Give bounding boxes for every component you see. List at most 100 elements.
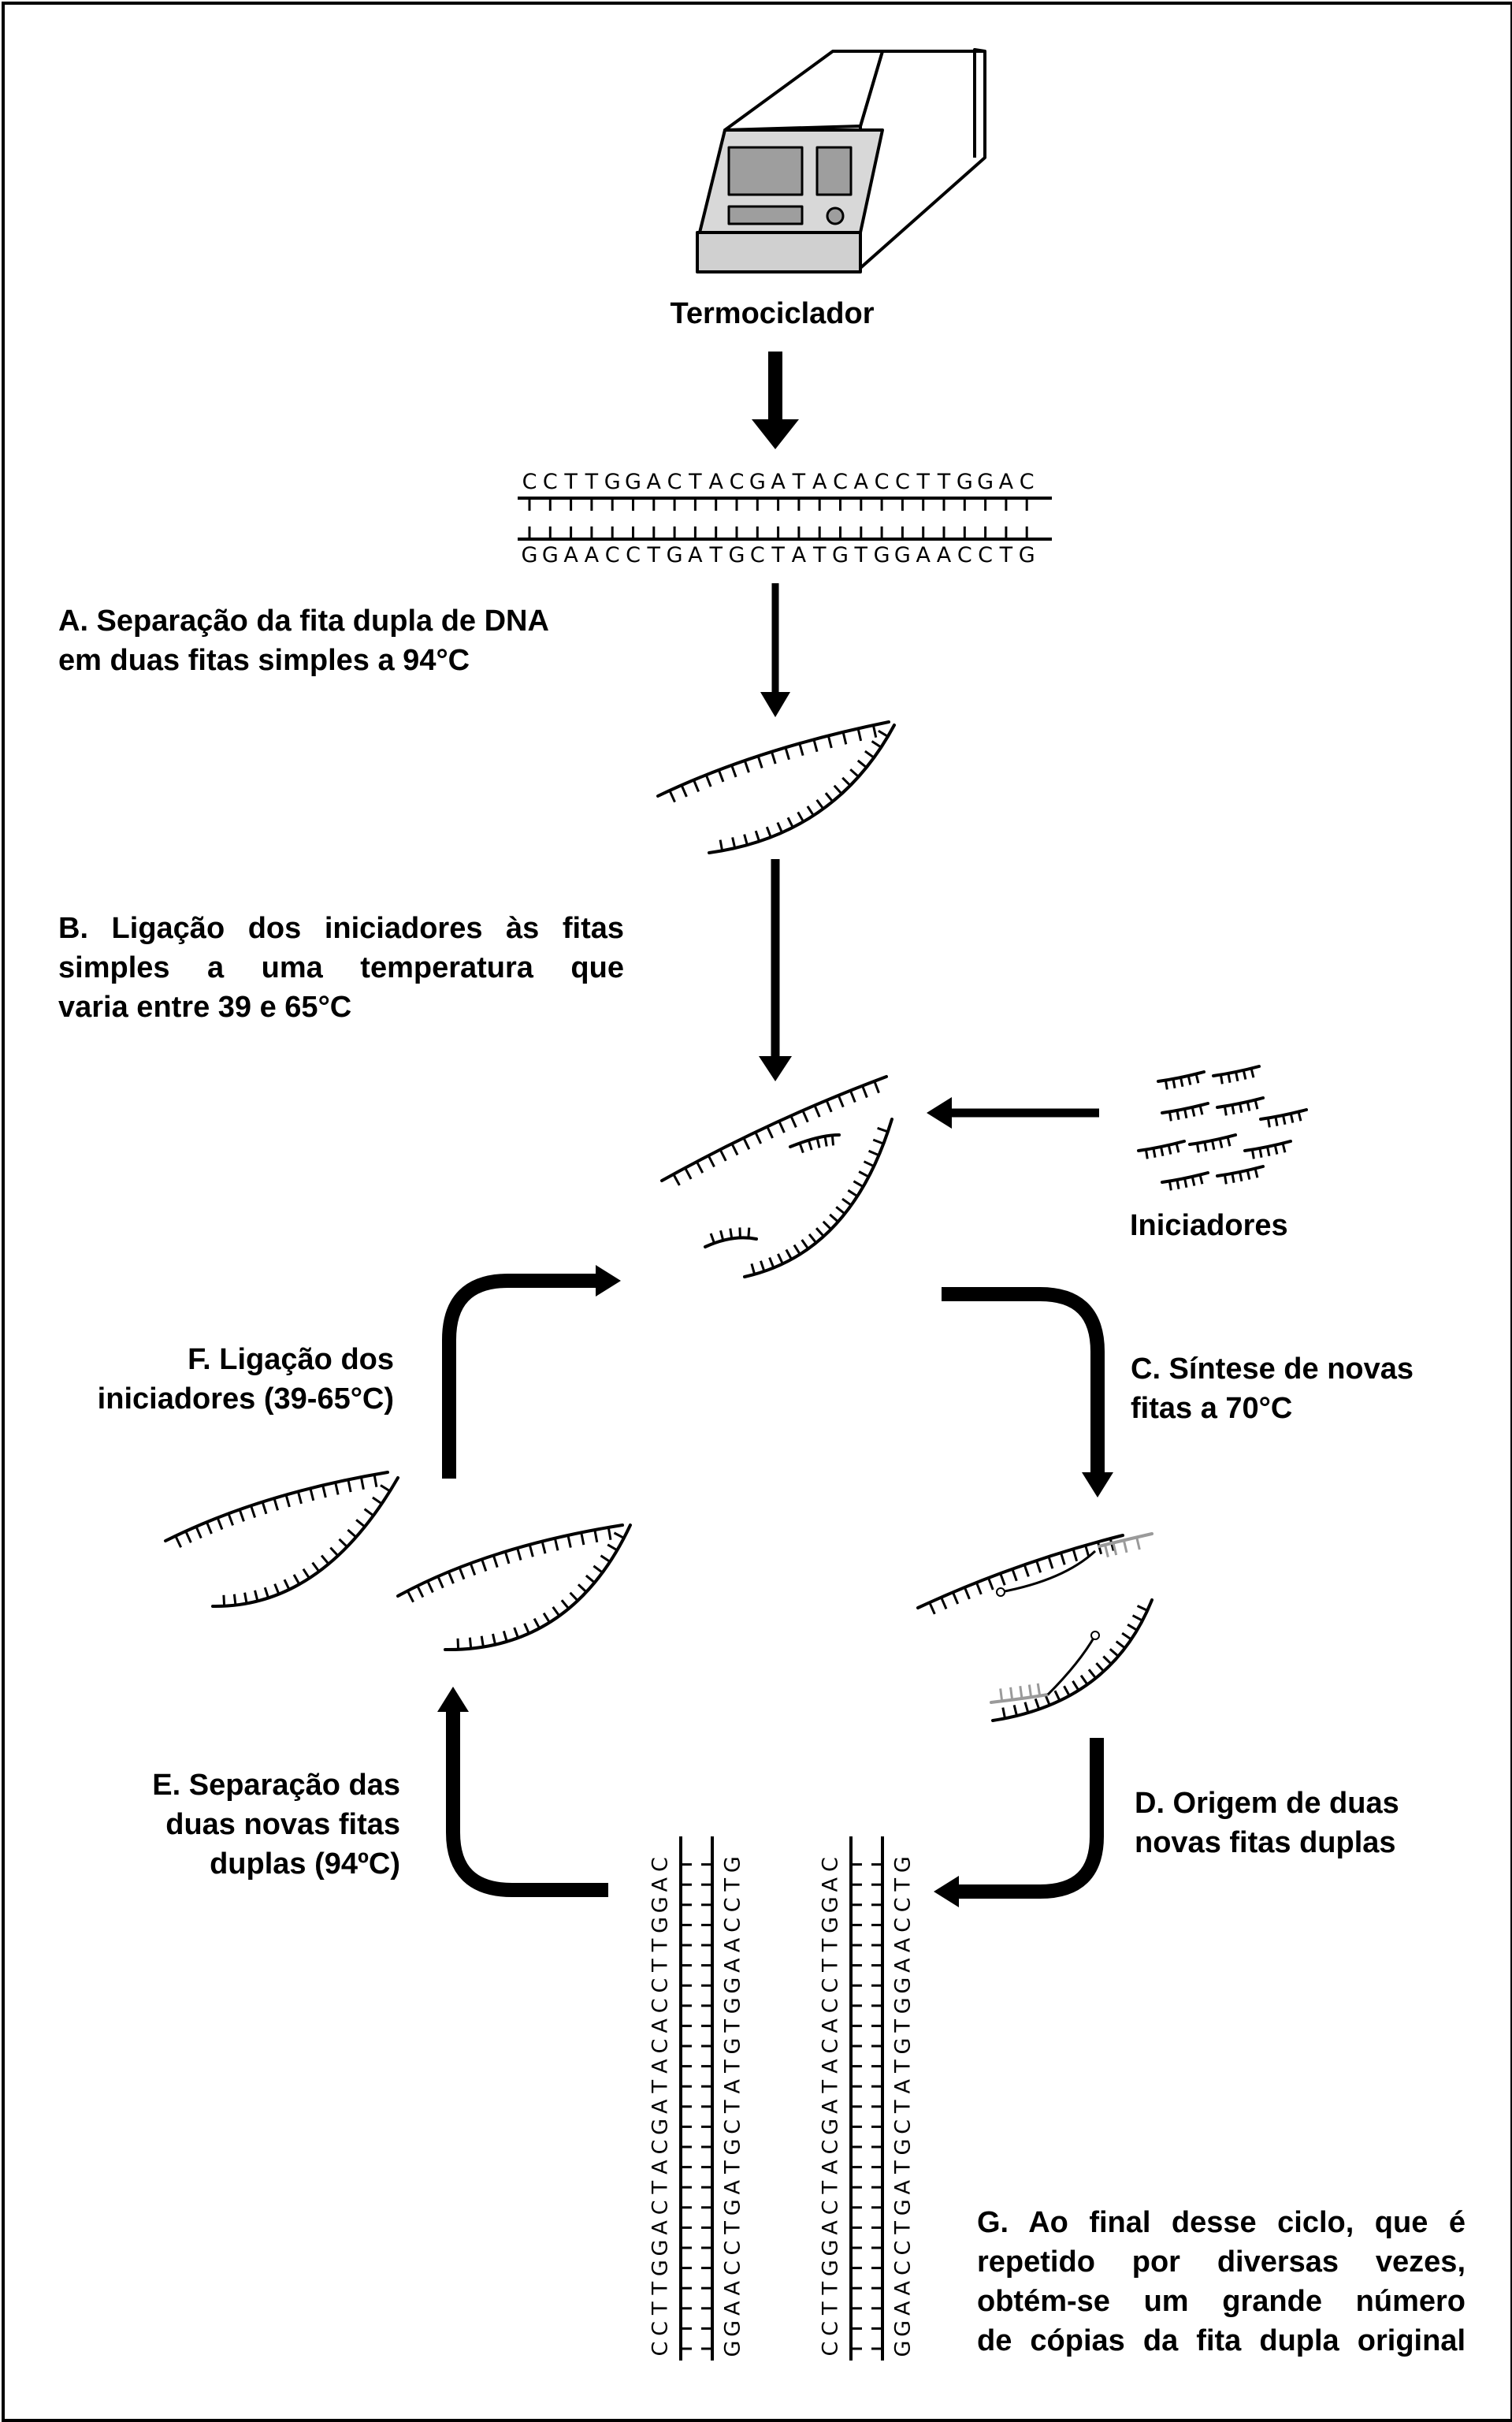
base-letter: A <box>891 2301 916 2316</box>
primer <box>1212 1065 1261 1085</box>
primer <box>1216 1096 1265 1116</box>
primer <box>1188 1133 1237 1153</box>
base-letter: C <box>891 1918 916 1933</box>
base-tick <box>829 1213 839 1223</box>
step-f-line: iniciadores (39-65°C) <box>97 1382 394 1416</box>
base-tick <box>847 1189 858 1198</box>
base-tick <box>593 1564 604 1574</box>
base-tick <box>552 1606 561 1617</box>
base-tick <box>877 1126 889 1133</box>
step-c-text: C. Síntese de novas fitas a 70°C <box>1131 1349 1501 1428</box>
base-letter: T <box>647 543 661 567</box>
primer <box>789 1133 841 1154</box>
base-tick <box>372 1496 383 1505</box>
base-letter: G <box>891 2038 916 2055</box>
base-letter: G <box>721 2139 745 2156</box>
base-tick <box>600 1554 611 1563</box>
base-tick <box>873 1081 880 1094</box>
step-c-line: C. Síntese de novas <box>1131 1352 1414 1386</box>
base-tick <box>1104 1544 1109 1557</box>
base-letter: C <box>648 2039 673 2054</box>
primer <box>1243 1140 1292 1159</box>
base-tick <box>607 1527 612 1540</box>
base-tick <box>232 1594 237 1605</box>
base-tick <box>560 1599 570 1609</box>
base-tick <box>263 1587 269 1598</box>
base-tick <box>206 1521 213 1535</box>
base-tick <box>492 1633 497 1645</box>
base-tick <box>719 1230 725 1241</box>
base-tick <box>542 1612 551 1624</box>
base-tick <box>1198 1105 1204 1115</box>
base-tick <box>437 1576 444 1589</box>
base-letter: A <box>999 470 1014 494</box>
base-letter: C <box>721 2241 745 2256</box>
base-letter: C <box>819 2342 843 2357</box>
base-letter: T <box>721 2019 745 2033</box>
base-tick <box>1121 1631 1132 1641</box>
base-tick <box>273 1497 279 1511</box>
base-tick <box>1176 1179 1180 1189</box>
base-tick <box>729 1228 734 1239</box>
base-tick <box>1266 1118 1271 1128</box>
base-tick <box>1183 1108 1188 1119</box>
base-tick <box>801 1110 809 1123</box>
base-letter: G <box>542 543 559 567</box>
base-tick <box>833 784 843 795</box>
base-tick <box>719 839 724 851</box>
step-d-line: D. Origem de duas <box>1135 1787 1399 1820</box>
base-tick <box>841 731 848 745</box>
base-letter: A <box>854 470 869 494</box>
arrow-head <box>927 1097 952 1129</box>
base-letter: T <box>916 470 930 494</box>
base-letter: A <box>792 543 807 567</box>
base-tick <box>1218 1138 1224 1148</box>
base-letter: A <box>891 2280 916 2295</box>
base-tick <box>1172 1078 1176 1088</box>
base-letter: T <box>648 2301 673 2316</box>
base-tick <box>553 1538 559 1551</box>
base-letter: T <box>891 2221 916 2235</box>
step-a-text: A. Separação da fita dupla de DNA em dua… <box>58 601 626 680</box>
base-tick <box>812 739 819 753</box>
new-strand <box>990 1683 1049 1704</box>
base-letter: G <box>604 470 621 494</box>
step-b-text: B. Ligação dos iniciadores às fitas simp… <box>58 909 624 1027</box>
base-letter: G <box>832 543 849 567</box>
base-tick <box>1289 1113 1295 1123</box>
base-tick <box>1226 1137 1232 1147</box>
base-tick <box>447 1571 455 1584</box>
arrow-head <box>1082 1472 1113 1497</box>
base-letter: C <box>819 2200 843 2215</box>
base-tick <box>1063 1685 1071 1697</box>
base-tick <box>481 1558 488 1572</box>
base-tick <box>250 1505 257 1518</box>
base-letter: T <box>792 470 806 494</box>
base-tick <box>801 1239 809 1250</box>
base-letter: A <box>721 1937 745 1952</box>
arrow-head <box>437 1687 469 1712</box>
base-letter: G <box>819 2260 843 2276</box>
base-letter: C <box>819 1978 843 1993</box>
base-letter: A <box>688 543 703 567</box>
base-tick <box>329 1546 339 1557</box>
base-tick <box>1115 1640 1126 1650</box>
base-tick <box>815 1137 821 1148</box>
base-tick <box>878 729 889 738</box>
base-tick <box>1254 1099 1259 1110</box>
base-letter: G <box>819 1896 843 1913</box>
base-letter: C <box>891 2260 916 2275</box>
base-letter: C <box>819 1998 843 2013</box>
base-letter: T <box>891 2100 916 2114</box>
base-tick <box>1167 1144 1172 1155</box>
base-tick <box>347 1479 352 1493</box>
base-tick <box>613 1531 625 1539</box>
base-tick <box>577 1583 588 1593</box>
base-tick <box>770 751 777 765</box>
base-tick <box>1281 1143 1287 1153</box>
loop-arrow-d <box>957 1738 1104 1899</box>
single-strands <box>164 720 1154 1722</box>
base-letter: T <box>937 470 951 494</box>
base-letter: A <box>721 2179 745 2194</box>
